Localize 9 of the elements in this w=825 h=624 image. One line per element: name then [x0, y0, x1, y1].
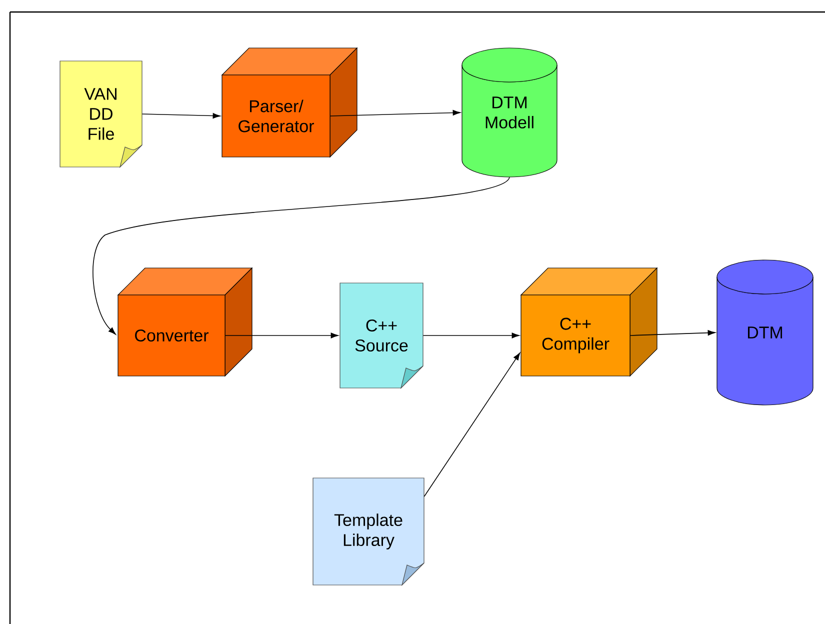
arrow — [92, 176, 510, 335]
arrow — [424, 352, 520, 497]
database-cylinder: DTM Modell — [462, 48, 558, 178]
arrow — [224, 332, 338, 338]
arrow — [422, 332, 520, 338]
arrow — [330, 110, 460, 116]
database-cylinder: DTM — [716, 260, 814, 406]
arrow — [142, 113, 220, 119]
arrow — [630, 330, 716, 336]
